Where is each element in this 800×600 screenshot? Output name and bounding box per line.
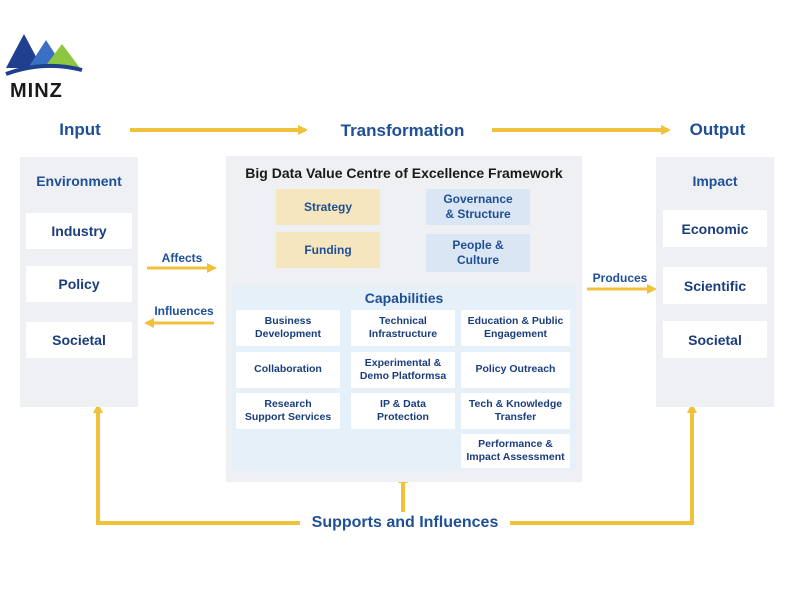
cap-line: Infrastructure: [368, 328, 438, 340]
cap-education-public-engagement: Education & Public Engagement: [461, 310, 570, 346]
cap-line: Demo Platformsa: [359, 370, 447, 382]
supports-influences-label: Supports and Influences: [300, 514, 510, 532]
cap-experimental-demo-platforms: Experimental & Demo Platformsa: [351, 352, 455, 388]
input-heading: Input: [59, 120, 101, 139]
people-line1: People &: [452, 238, 504, 252]
cap-line: Collaboration: [254, 363, 322, 376]
framework-title: Big Data Value Centre of Excellence Fram…: [245, 165, 563, 181]
cap-business-development: Business Development: [236, 310, 340, 346]
funding-box: Funding: [276, 232, 380, 268]
transformation-heading: Transformation: [340, 121, 465, 140]
people-culture-box: People & Culture: [426, 234, 530, 272]
cap-tech-knowledge-transfer: Tech & Knowledge Transfer: [461, 393, 570, 429]
cap-line: Support Services: [244, 411, 332, 423]
cap-technical-infrastructure: Technical Infrastructure: [351, 310, 455, 346]
cap-line: Tech & Knowledge: [468, 397, 563, 410]
people-line2: Culture: [457, 253, 499, 267]
economic-box: Economic: [663, 210, 767, 247]
cap-collaboration: Collaboration: [236, 352, 340, 388]
scientific-box: Scientific: [663, 267, 767, 304]
cap-ip-data-protection: IP & Data Protection: [351, 393, 455, 429]
affects-label: Affects: [161, 251, 203, 265]
cap-line: Engagement: [483, 328, 547, 340]
societal-input-box: Societal: [26, 322, 132, 358]
societal-output-box: Societal: [663, 321, 767, 358]
environment-panel: Environment Industry Policy Societal: [20, 157, 138, 407]
impact-title: Impact: [692, 173, 738, 189]
governance-line1: Governance: [443, 192, 513, 206]
cap-line: Business: [264, 314, 312, 327]
framework-panel: Big Data Value Centre of Excellence Fram…: [226, 156, 582, 482]
cap-line: Policy Outreach: [475, 363, 556, 376]
influences-label: Influences: [154, 304, 214, 318]
cap-line: Education & Public: [467, 314, 564, 327]
output-heading: Output: [689, 120, 746, 139]
cap-policy-outreach: Policy Outreach: [461, 352, 570, 388]
impact-panel: Impact Economic Scientific Societal: [656, 157, 774, 407]
environment-title: Environment: [36, 173, 122, 189]
strategy-box: Strategy: [276, 189, 380, 225]
cap-line: Transfer: [494, 411, 537, 423]
cap-line: Protection: [377, 411, 429, 423]
cap-line: IP & Data: [380, 397, 426, 410]
minz-logo: MINZ: [4, 30, 84, 102]
governance-box: Governance & Structure: [426, 189, 530, 225]
logo-text: MINZ: [10, 80, 63, 102]
cap-line: Research: [264, 397, 312, 410]
cap-line: Performance &: [478, 437, 553, 450]
cap-line: Experimental &: [364, 356, 442, 369]
mountain-logo-icon: [5, 34, 83, 76]
industry-box: Industry: [26, 213, 132, 249]
policy-box: Policy: [26, 266, 132, 302]
cap-line: Impact Assessment: [466, 451, 565, 463]
governance-line2: & Structure: [445, 207, 511, 221]
cap-research-support-services: Research Support Services: [236, 393, 340, 429]
cap-performance-impact-assessment: Performance & Impact Assessment: [461, 434, 570, 468]
cap-line: Development: [255, 328, 321, 340]
produces-label: Produces: [592, 271, 648, 285]
capabilities-title: Capabilities: [364, 290, 444, 306]
capabilities-panel: Capabilities Business Development Techni…: [232, 286, 576, 470]
cap-line: Technical: [379, 314, 427, 327]
